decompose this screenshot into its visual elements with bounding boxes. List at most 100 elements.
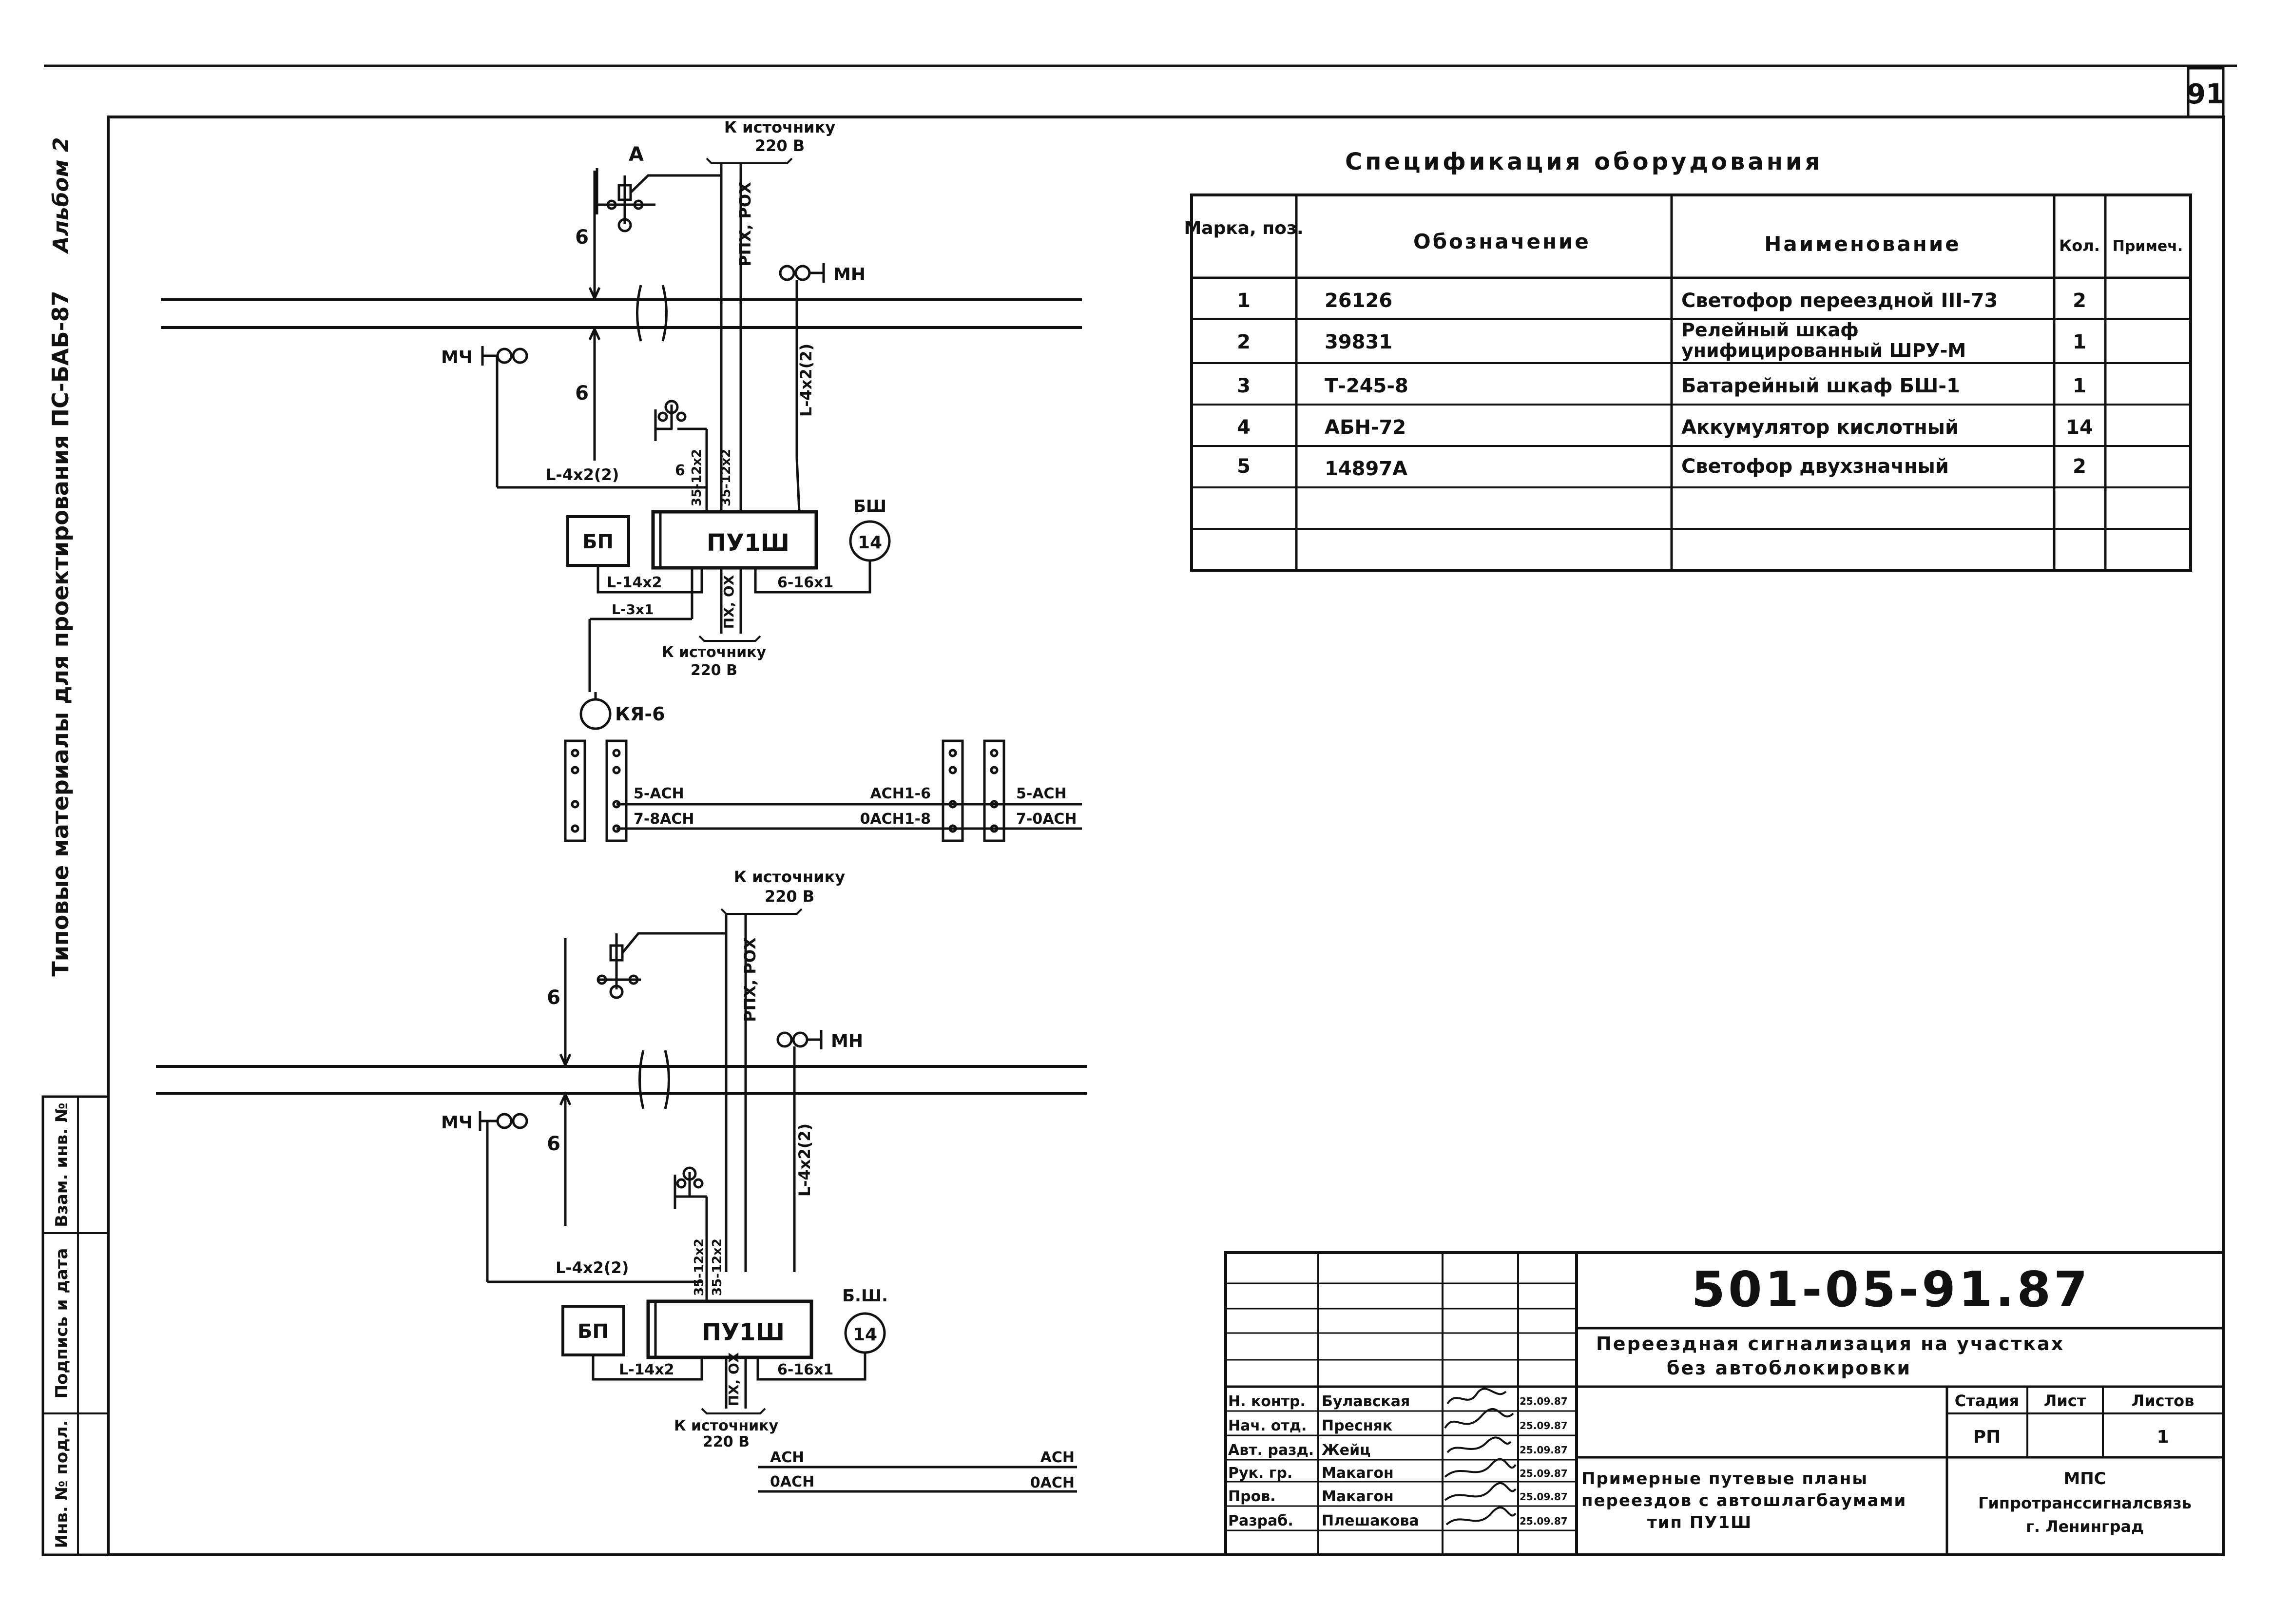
spec-title: Спецификация оборудования xyxy=(1345,148,1823,175)
asn-left-1: 5-АСН xyxy=(634,785,684,802)
puish-label: ПУ1Ш xyxy=(702,1319,785,1346)
doc-number: 501-05-91.87 xyxy=(1691,1261,2090,1318)
cable-px: ПХ, ОХ xyxy=(721,575,737,629)
role-label: Авт. разд. xyxy=(1228,1442,1314,1459)
spec-row-pos: 5 xyxy=(1237,455,1251,478)
spec-row-pos: 1 xyxy=(1237,290,1251,312)
sign-date: 25.09.87 xyxy=(1520,1491,1568,1503)
mn-label: МН xyxy=(831,1031,863,1051)
sign-date: 25.09.87 xyxy=(1520,1468,1568,1479)
track-plan-bottom: К источнику 220 В 6 6 РПХ, РОХ xyxy=(156,868,1087,1493)
cable-6-16: 6-16х1 xyxy=(777,574,833,591)
margin-stamp: Взам. инв. № Подпись и дата Инв. № подл. xyxy=(41,1095,110,1556)
cable-35b: 35-12х2 xyxy=(719,449,733,506)
terminal-strips xyxy=(564,739,1082,842)
sign-date: 25.09.87 xyxy=(1520,1420,1568,1431)
bp-label: БП xyxy=(578,1320,609,1343)
org-3: г. Ленинград xyxy=(2026,1517,2144,1536)
doc-title-1: Переездная сигнализация на участках xyxy=(1596,1333,2064,1354)
source-label: К источнику xyxy=(734,868,845,886)
person-name: Макагон xyxy=(1322,1488,1394,1505)
asn-right-1: 5-АСН xyxy=(1016,785,1067,802)
role-label: Н. контр. xyxy=(1228,1393,1306,1410)
cable-l14: L-14х2 xyxy=(619,1361,674,1378)
distance-label: 6 xyxy=(547,1133,560,1155)
crossing-signal-icon xyxy=(559,932,726,1226)
asn-2: 0АСН xyxy=(770,1473,814,1490)
distance-label: 6 xyxy=(575,226,589,249)
mch-label: МЧ xyxy=(441,348,473,367)
mch-signal-icon xyxy=(479,1111,528,1282)
drawing-title-1: Примерные путевые планы xyxy=(1581,1469,1868,1489)
spec-row-qty: 1 xyxy=(2073,331,2086,353)
cable-35a: 35-12х2 xyxy=(692,1238,707,1296)
cable-35a: 35-12х2 xyxy=(690,449,704,506)
person-name: Булавская xyxy=(1322,1393,1410,1410)
stage-value: РП xyxy=(1973,1427,2001,1447)
source-label-b: К источнику xyxy=(674,1417,778,1434)
cable-l4x2-right: L-4х2(2) xyxy=(795,1123,814,1197)
source-label-b: К источнику xyxy=(662,644,766,661)
source-voltage-b: 220 В xyxy=(703,1433,750,1450)
org-1: МПС xyxy=(2063,1469,2106,1489)
drawing-title-3: тип ПУ1Ш xyxy=(1647,1513,1752,1532)
mch-signal-icon xyxy=(481,346,528,487)
spec-row-code: 14897А xyxy=(1325,458,1407,480)
cable-px: ПХ, ОХ xyxy=(726,1352,742,1406)
signal-a-label: А xyxy=(629,143,644,166)
person-name: Жейц xyxy=(1322,1442,1370,1459)
cable-35b: 35-12х2 xyxy=(710,1238,725,1296)
source-label: К источнику xyxy=(724,118,835,136)
mn-signal-icon xyxy=(779,263,825,458)
kya-label: КЯ-6 xyxy=(615,703,665,725)
spec-header-mark: Марка, поз. xyxy=(1184,218,1303,238)
spec-row-qty: 14 xyxy=(2066,416,2093,439)
asn-3: АСН xyxy=(1040,1449,1075,1466)
sign-date: 25.09.87 xyxy=(1520,1515,1568,1527)
spec-row-qty: 1 xyxy=(2073,375,2086,397)
stage-header: Стадия xyxy=(1955,1392,2019,1410)
spec-header-name: Наименование xyxy=(1764,232,1961,256)
spec-row-qty: 2 xyxy=(2073,290,2086,312)
small-distance: 6 xyxy=(675,462,685,479)
spec-row-name: Светофор переездной III-73 xyxy=(1681,290,1998,312)
role-label: Нач. отд. xyxy=(1228,1417,1307,1434)
sheets-value: 1 xyxy=(2156,1427,2169,1447)
spec-row-name: Батарейный шкаф БШ-1 xyxy=(1681,375,1960,397)
sheets-header: Листов xyxy=(2132,1392,2195,1410)
crossing-signal-icon xyxy=(596,168,721,232)
spec-row-pos: 4 xyxy=(1237,416,1251,439)
spec-row-qty: 2 xyxy=(2073,455,2086,478)
sheet-header: Лист xyxy=(2044,1392,2086,1410)
asn-right-2: 7-0АСН xyxy=(1016,811,1077,828)
track-plan-top: К источнику 220 В А 6 6 РПХ, РОХ xyxy=(161,118,1082,842)
two-aspect-signal-icon xyxy=(674,1166,708,1301)
source-voltage: 220 В xyxy=(765,887,814,906)
spec-row-pos: 3 xyxy=(1237,375,1251,397)
asn-left-2: 7-8АСН xyxy=(634,811,694,828)
spec-row-code: Т-245-8 xyxy=(1325,375,1408,397)
bp-label: БП xyxy=(582,531,614,553)
role-label: Пров. xyxy=(1228,1488,1276,1505)
cable-6-16: 6-16х1 xyxy=(777,1361,833,1378)
spec-row-name: Релейный шкаф xyxy=(1681,319,1859,341)
distance-label: 6 xyxy=(575,382,589,405)
person-name: Макагон xyxy=(1322,1465,1394,1482)
sign-date: 25.09.87 xyxy=(1520,1395,1568,1407)
spec-row-code: АБН-72 xyxy=(1325,416,1406,439)
cable-rpx-label: РПХ, РОХ xyxy=(736,182,754,267)
asn-mid-1: АСН1-6 xyxy=(870,785,931,802)
spec-row-pos: 2 xyxy=(1237,331,1251,353)
mn-label: МН xyxy=(833,265,866,285)
mch-label: МЧ xyxy=(441,1113,473,1133)
spec-header-designation: Обозначение xyxy=(1413,230,1591,253)
cable-l4x2-left: L-4х2(2) xyxy=(556,1258,629,1277)
asn-mid-2: 0АСН1-8 xyxy=(860,811,931,828)
cable-l4x2-left: L-4х2(2) xyxy=(546,465,619,484)
sheet-number: 91 xyxy=(2187,78,2225,110)
battery-count: 14 xyxy=(853,1325,877,1345)
two-aspect-signal-icon xyxy=(654,400,708,512)
cable-l14: L-14х2 xyxy=(607,574,662,591)
cable-rpx-label: РПХ, РОХ xyxy=(741,937,759,1022)
